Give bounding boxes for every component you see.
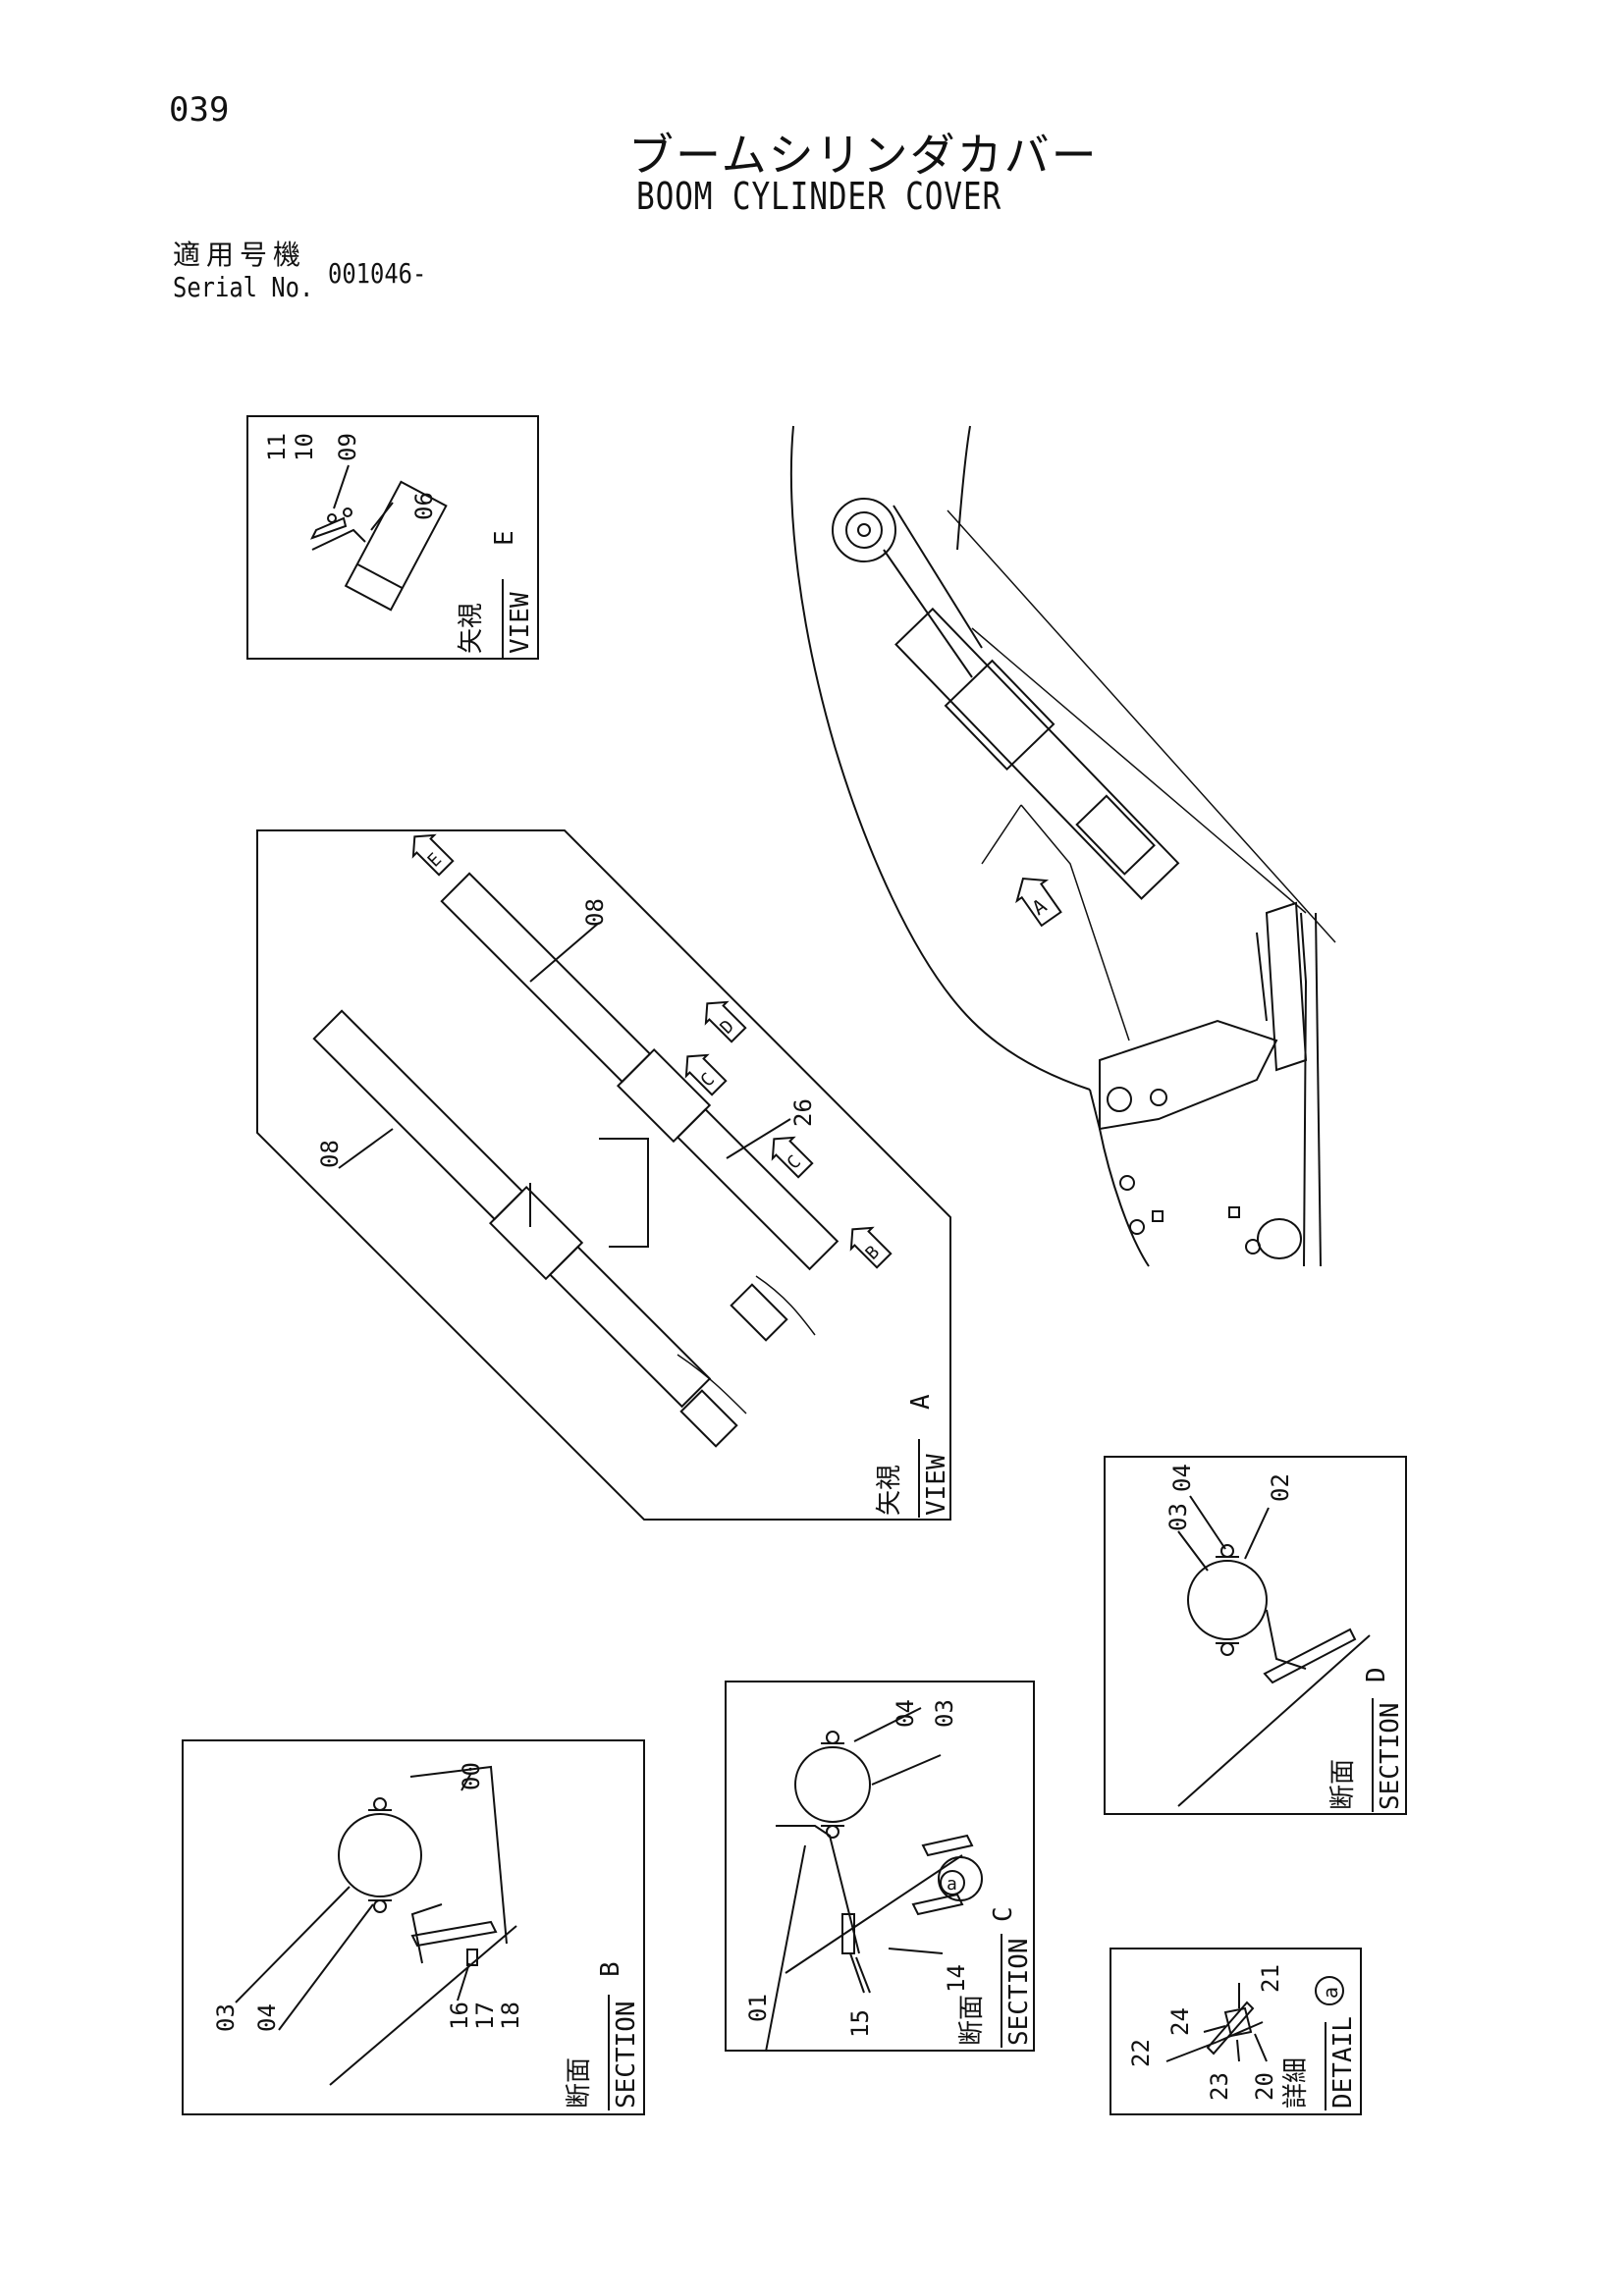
section-b-label-en: SECTION	[612, 2001, 641, 2109]
section-c-label-jp: 断面	[957, 1995, 987, 2046]
section-c-part-label: 03	[931, 1699, 958, 1728]
section-b-part-label: 00	[458, 1762, 485, 1790]
view-a-panel: 矢視 VIEW A 08 08 26 E D C C B	[256, 829, 951, 1521]
section-b-part-label: 03	[212, 2003, 240, 2032]
section-c-part-label: 04	[892, 1699, 919, 1728]
view-e-letter: E	[490, 530, 519, 546]
view-e-part-label: 10	[291, 433, 318, 461]
section-c-panel: a 04 03 01 14 15 断面 SECTION C	[725, 1681, 1035, 2053]
detail-a-part-label: 24	[1166, 2007, 1194, 2036]
section-b-label-jp: 断面	[565, 2057, 594, 2109]
section-b-part-label: 18	[497, 2002, 524, 2030]
section-d-part-label: 03	[1164, 1503, 1192, 1531]
section-d-label-en: SECTION	[1376, 1702, 1405, 1810]
section-d-panel: 03 04 02 断面 SECTION D	[1104, 1456, 1407, 1815]
serial-label-english: Serial No.	[173, 271, 314, 303]
detail-a-part-label: 23	[1206, 2072, 1233, 2101]
detail-a-part-label: 20	[1251, 2072, 1278, 2101]
serial-label-japanese: 適用号機	[173, 239, 307, 271]
section-b-part-label: 16	[446, 2002, 473, 2030]
section-d-part-label: 04	[1168, 1464, 1196, 1492]
section-c-detail-ref: a	[947, 1874, 957, 1895]
view-a-arrow-letter: C	[697, 1069, 720, 1092]
view-a-arrow-letter: C	[784, 1151, 806, 1174]
main-view-arrow-letter: A	[1028, 894, 1052, 921]
page-number: 039	[169, 90, 230, 130]
view-e-label-en: VIEW	[506, 592, 535, 654]
detail-a-panel: 22 24 21 23 20 詳細 DETAIL a	[1110, 1948, 1362, 2115]
view-e-part-label: 06	[410, 492, 438, 520]
view-e-panel: 矢視 VIEW E 11 10 09 06	[246, 415, 539, 660]
view-e-part-label: 11	[263, 433, 291, 461]
view-a-label-jp: 矢視	[875, 1465, 904, 1516]
view-a-part-label: 08	[581, 898, 609, 927]
title-japanese: ブームシリンダカバー	[628, 129, 1099, 182]
section-c-letter: C	[989, 1906, 1018, 1922]
detail-a-part-label: 21	[1257, 1964, 1284, 1993]
section-d-part-label: 02	[1267, 1473, 1294, 1502]
view-e-part-label: 09	[334, 433, 361, 461]
section-b-part-label: 17	[471, 2002, 499, 2030]
section-c-part-label: 15	[846, 2009, 874, 2038]
section-d-label-jp: 断面	[1328, 1759, 1358, 1810]
view-a-letter: A	[906, 1394, 936, 1410]
view-a-label-en: VIEW	[922, 1454, 951, 1516]
view-e-label-jp: 矢視	[457, 603, 486, 654]
section-c-part-label: 14	[943, 1964, 970, 1993]
section-d-letter: D	[1362, 1667, 1391, 1682]
view-a-arrow-letter: B	[862, 1242, 885, 1264]
section-b-letter: B	[596, 1961, 625, 1977]
view-a-arrow-letter: E	[424, 849, 447, 872]
view-a-part-label: 08	[316, 1140, 344, 1168]
detail-a-part-label: 22	[1127, 2039, 1155, 2067]
section-c-part-label: 01	[744, 1994, 772, 2022]
detail-a-letter: a	[1319, 1987, 1342, 1999]
view-a-arrow-letter: D	[717, 1016, 739, 1039]
detail-a-label-jp: 詳細	[1281, 2057, 1311, 2109]
detail-a-label-en: DETAIL	[1328, 2016, 1358, 2109]
serial-number-value: 001046-	[328, 257, 427, 290]
section-b-panel: 00 03 04 16 17 18 断面 SECTION B	[182, 1739, 645, 2115]
view-a-part-label: 26	[789, 1098, 817, 1127]
section-b-part-label: 04	[253, 2003, 281, 2032]
title-english: BOOM CYLINDER COVER	[636, 175, 1002, 218]
section-c-label-en: SECTION	[1004, 1938, 1034, 2046]
